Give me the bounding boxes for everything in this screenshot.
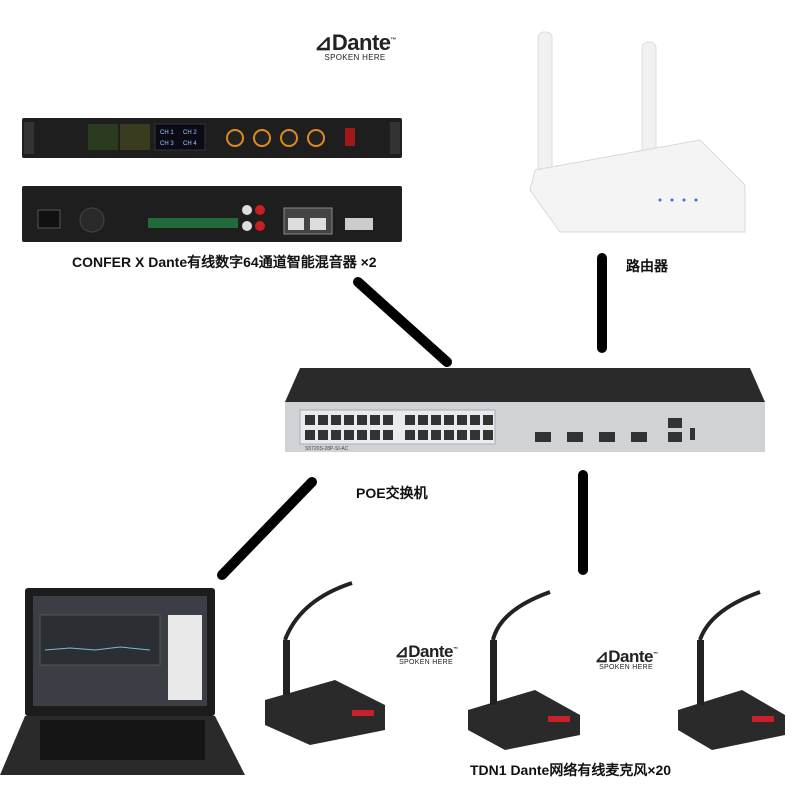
switch-model: S5720S-28P-SI-AC bbox=[305, 446, 349, 452]
microphone-3-image bbox=[678, 590, 785, 750]
router-image bbox=[529, 31, 746, 233]
switch-label: POE交换机 bbox=[356, 485, 428, 501]
dante-logo: ⊿Dante™ SPOKEN HERE bbox=[313, 30, 397, 62]
svg-text:CH 4: CH 4 bbox=[183, 141, 197, 147]
microphone-2-image bbox=[468, 590, 580, 750]
svg-text:CH 3: CH 3 bbox=[160, 141, 174, 147]
dante-logo: ⊿Dante™ SPOKEN HERE bbox=[394, 642, 458, 666]
mixer-label: CONFER X Dante有线数字64通道智能混音器 ×2 bbox=[72, 254, 377, 270]
svg-text:CH 1: CH 1 bbox=[160, 130, 174, 136]
poe-switch-image: S5720S-28P-SI-AC bbox=[285, 368, 765, 452]
mixer-rear-panel bbox=[22, 186, 402, 242]
link-switch-laptop bbox=[217, 477, 317, 580]
microphone-1-image bbox=[265, 581, 385, 745]
link-mixer-switch bbox=[353, 277, 452, 367]
laptop-image bbox=[0, 588, 245, 775]
svg-text:CH 2: CH 2 bbox=[183, 130, 197, 136]
mixer-front-panel: CH 1 CH 2 CH 3 CH 4 bbox=[22, 118, 402, 158]
dante-logo: ⊿Dante™ SPOKEN HERE bbox=[594, 647, 658, 671]
router-label: 路由器 bbox=[626, 258, 668, 274]
microphone-label: TDN1 Dante网络有线麦克风×20 bbox=[470, 762, 672, 778]
